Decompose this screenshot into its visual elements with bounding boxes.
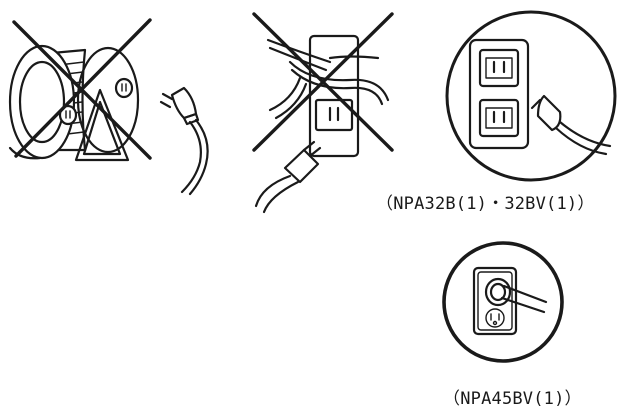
three-prong-outlet-model-caption: （NPA45BV(1)） xyxy=(443,389,582,409)
overloaded-outlet-icon xyxy=(252,12,394,214)
cord-reel-icon xyxy=(8,18,152,162)
plug-with-cord-icon xyxy=(159,86,209,196)
standard-outlet-model-caption: （NPA32B(1)・32BV(1)） xyxy=(376,194,595,214)
wall-outlet-icon xyxy=(445,10,617,182)
three-prong-outlet-icon xyxy=(442,241,564,363)
